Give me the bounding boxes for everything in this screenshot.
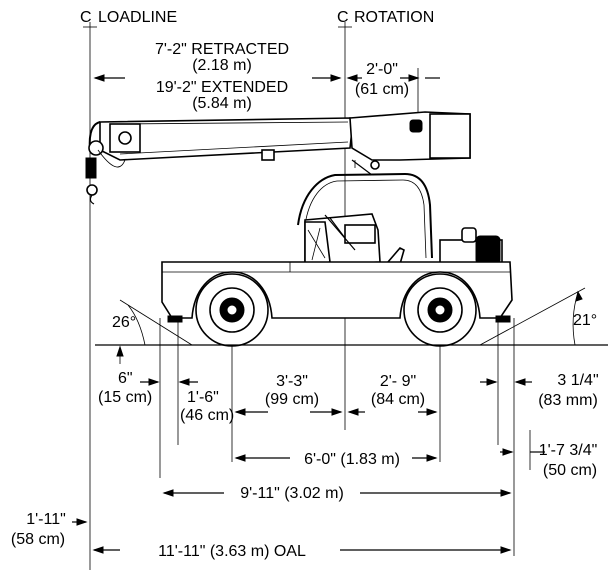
ground-clearance-front: 6" (15 cm) — [98, 345, 152, 406]
operator-station — [304, 213, 381, 266]
boom-head — [85, 121, 126, 205]
departure-angle-value: 21° — [573, 312, 597, 329]
rear-axle-cm: (84 cm) — [371, 391, 425, 408]
clear-left-cm: (15 cm) — [98, 389, 152, 406]
overall-length-value: 11'-11" (3.63 m) OAL — [158, 543, 306, 560]
crane-machine — [85, 111, 513, 347]
front-wheel — [195, 273, 269, 347]
clear-right-mm: (83 mm) — [538, 392, 598, 409]
retracted-ft: 7'-2" RETRACTED — [155, 41, 289, 58]
extension-lines — [159, 318, 515, 556]
frame-length-dimension: 9'-11" (3.02 m) — [162, 485, 512, 502]
retracted-m: (2.18 m) — [192, 57, 252, 74]
front-axle-ft: 3'-3" — [276, 373, 308, 390]
rotation-c-symbol: C — [337, 9, 349, 26]
turret — [349, 111, 471, 176]
front-axle-dimension: 3'-3" (99 cm) — [234, 373, 343, 416]
rear-axle-ft: 2'- 9" — [380, 373, 416, 390]
hook-offset-ft: 1'-11" — [26, 511, 66, 528]
boom-length-dimension: 7'-2" RETRACTED (2.18 m) 19'-2" EXTENDED… — [93, 41, 342, 112]
departure-angle: 21° — [479, 287, 597, 346]
loadline-label: C LOADLINE — [80, 9, 177, 28]
rops-frame — [297, 172, 433, 259]
extended-m: (5.84 m) — [192, 95, 252, 112]
rear-swing-ft: 2'-0" — [366, 61, 398, 78]
loadline-c-symbol: C — [80, 9, 92, 26]
overall-length-dimension: 11'-11" (3.63 m) OAL — [92, 543, 512, 560]
chassis — [161, 261, 513, 323]
rotation-label: C ROTATION — [337, 9, 434, 28]
ground-clearance-rear: 3 1/4" (83 mm) — [480, 372, 599, 409]
frame-length-value: 9'-11" (3.02 m) — [240, 485, 344, 502]
clear-left-ft: 6" — [118, 370, 133, 387]
front-axle-cm: (99 cm) — [265, 391, 319, 408]
rear-overhang-dimension: 1'-7 3/4" (50 cm) — [500, 430, 597, 479]
front-overhang-ft: 1'-6" — [187, 389, 219, 406]
engine — [439, 227, 503, 265]
rear-axle-dimension: 2'- 9" (84 cm) — [347, 373, 438, 416]
approach-angle-value: 26° — [112, 314, 136, 331]
extended-ft: 19'-2" EXTENDED — [156, 79, 288, 96]
rear-wheel — [403, 273, 477, 347]
front-overhang-dimension: 1'-6" (46 cm) — [140, 378, 234, 424]
rotation-text: ROTATION — [354, 9, 434, 26]
clear-right-in: 3 1/4" — [557, 372, 598, 389]
boom — [99, 117, 353, 161]
hook-offset-dimension: 1'-11" (58 cm) — [11, 511, 88, 548]
rear-overhang-ft: 1'-7 3/4" — [539, 442, 598, 459]
rear-overhang-cm: (50 cm) — [543, 462, 597, 479]
wheelbase-value: 6'-0" (1.83 m) — [304, 451, 400, 468]
approach-angle: 26° — [112, 299, 193, 346]
hook-offset-cm: (58 cm) — [11, 531, 65, 548]
rear-swing-dimension: 2'-0" (61 cm) — [346, 61, 440, 118]
wheelbase-dimension: 6'-0" (1.83 m) — [234, 451, 438, 468]
rear-swing-cm: (61 cm) — [355, 81, 409, 98]
front-overhang-cm: (46 cm) — [180, 407, 234, 424]
loadline-text: LOADLINE — [98, 9, 177, 26]
